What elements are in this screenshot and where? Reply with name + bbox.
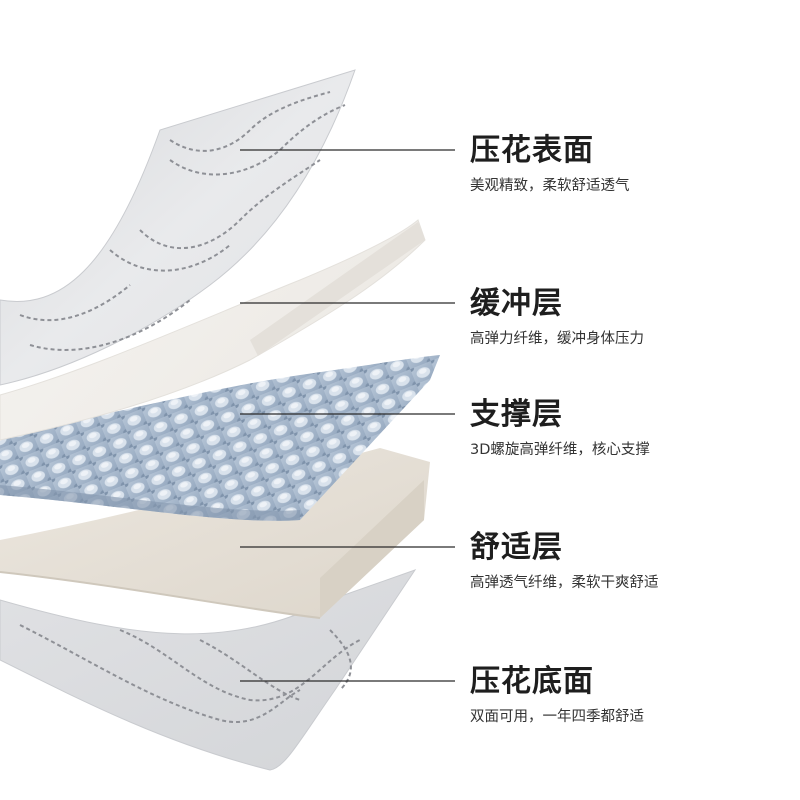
bottom-embossed-layer bbox=[0, 569, 417, 771]
layer-label-support: 支撑层 3D螺旋高弹纤维，核心支撑 bbox=[470, 396, 650, 460]
cushion-layer-sheet bbox=[0, 219, 426, 441]
leader-lines bbox=[240, 149, 455, 682]
layer-description: 高弹力纤维，缓冲身体压力 bbox=[470, 331, 644, 347]
top-embossed-layer bbox=[0, 69, 356, 386]
layer-label-bottom-surface: 压花底面 双面可用，一年四季都舒适 bbox=[470, 663, 644, 727]
layer-label-top-surface: 压花表面 美观精致，柔软舒适透气 bbox=[470, 132, 630, 196]
layer-label-cushion: 缓冲层 高弹力纤维，缓冲身体压力 bbox=[470, 285, 644, 349]
layer-title: 压花表面 bbox=[470, 133, 594, 168]
layer-title: 舒适层 bbox=[470, 530, 563, 565]
layer-description: 高弹透气纤维，柔软干爽舒适 bbox=[470, 575, 659, 591]
layer-description: 3D螺旋高弹纤维，核心支撑 bbox=[470, 442, 650, 458]
layer-title: 压花底面 bbox=[470, 664, 594, 699]
support-layer-mesh bbox=[0, 355, 440, 521]
layer-label-comfort: 舒适层 高弹透气纤维，柔软干爽舒适 bbox=[470, 529, 659, 593]
layer-title: 缓冲层 bbox=[470, 286, 563, 321]
layer-description: 双面可用，一年四季都舒适 bbox=[470, 709, 644, 725]
layer-title: 支撑层 bbox=[470, 397, 563, 432]
layer-description: 美观精致，柔软舒适透气 bbox=[470, 178, 630, 194]
